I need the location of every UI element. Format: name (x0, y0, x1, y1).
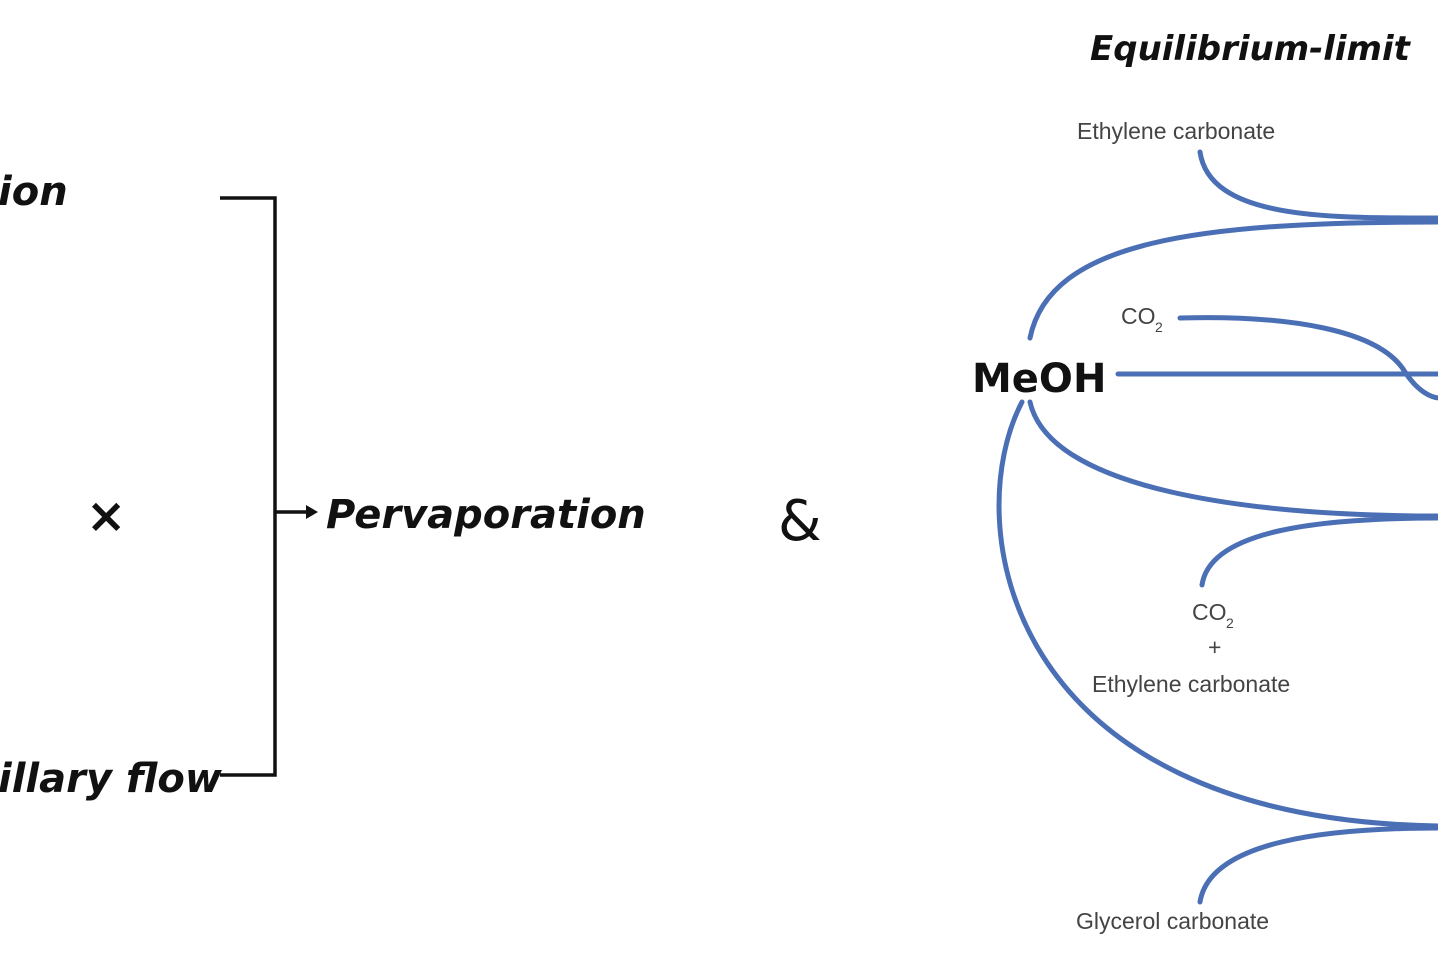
ethylene-carbonate-mid-label: Ethylene carbonate (1092, 671, 1290, 697)
pervaporation-label: Pervaporation (326, 492, 646, 538)
flow-meoh-top-arc (1027, 219, 1438, 341)
flow-meoh-big-arc (996, 399, 1438, 829)
flow-co2-top (1177, 315, 1438, 401)
svg-text:2: 2 (1226, 615, 1234, 631)
intensification-section: ion illary flow × Pervaporation (0, 169, 646, 802)
bottom-process-label: illary flow (0, 756, 223, 802)
bracket-line (220, 196, 277, 777)
svg-text:CO: CO (1121, 303, 1156, 329)
co2-top-label: CO 2 (1121, 303, 1163, 335)
svg-text:CO: CO (1192, 599, 1227, 625)
cross-symbol: × (86, 488, 126, 544)
flow-ec-top (1197, 149, 1438, 221)
meoh-label: MeOH (972, 356, 1106, 402)
svg-text:2: 2 (1155, 319, 1163, 335)
ethylene-carbonate-top-label: Ethylene carbonate (1077, 118, 1275, 144)
glycerol-carbonate-label: Glycerol carbonate (1076, 908, 1269, 934)
plus-sign: + (1208, 634, 1221, 660)
ampersand-connector: & (778, 489, 822, 554)
co2-mid-label: CO 2 (1192, 599, 1234, 631)
bracket-arrow-head (306, 505, 318, 519)
section-title: Equilibrium-limit (1090, 29, 1412, 69)
flow-meoh-mid-arc (1027, 399, 1438, 519)
top-process-label: ion (0, 169, 68, 215)
flow-glycerol (1197, 825, 1438, 905)
flow-co2-ec-mid (1199, 515, 1438, 588)
equilibrium-section: Equilibrium-limit MeOH Ethylene carbonat… (972, 29, 1438, 934)
